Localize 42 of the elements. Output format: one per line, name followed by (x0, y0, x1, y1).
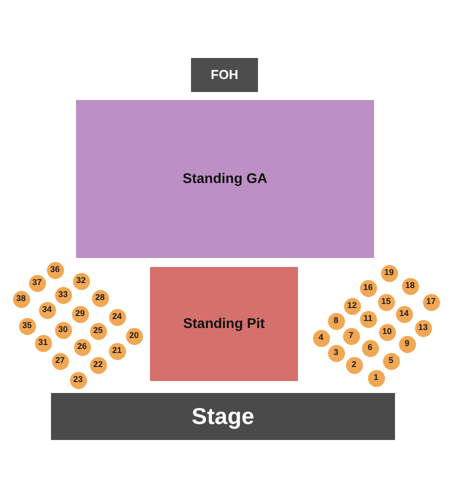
pit-area: Standing Pit (150, 267, 298, 381)
table-marker: 5 (382, 352, 400, 370)
table-marker: 31 (34, 334, 52, 352)
table-marker: 28 (92, 290, 108, 306)
table-marker: 2 (346, 356, 362, 374)
table-marker: 23 (70, 372, 86, 388)
table-marker: 22 (90, 356, 106, 374)
table-marker: 26 (74, 338, 90, 356)
table-marker: 9 (398, 336, 416, 352)
table-marker: 12 (344, 298, 360, 314)
table-marker: 30 (54, 322, 72, 338)
table-marker: 20 (126, 328, 142, 344)
table-marker: 1 (368, 370, 384, 386)
table-marker: 21 (108, 342, 126, 360)
table-marker: 7 (342, 328, 360, 344)
table-marker: 33 (54, 286, 72, 304)
table-marker: 19 (380, 264, 398, 282)
table-marker: 6 (362, 340, 378, 356)
table-marker: 15 (378, 294, 394, 310)
table-marker: 36 (46, 262, 64, 278)
table-marker: 37 (28, 274, 46, 292)
table-marker: 25 (90, 322, 106, 340)
table-marker: 3 (328, 344, 344, 362)
table-marker: 11 (360, 310, 376, 328)
table-marker: 32 (72, 272, 90, 290)
table-marker: 14 (396, 306, 412, 322)
table-marker: 38 (12, 290, 30, 308)
table-marker: 17 (422, 294, 440, 310)
stage-block: Stage (51, 393, 395, 440)
table-marker: 24 (108, 308, 126, 326)
table-marker: 8 (328, 312, 344, 330)
table-marker: 4 (312, 330, 330, 346)
table-marker: 35 (18, 318, 36, 334)
table-marker: 29 (72, 306, 88, 322)
table-marker: 16 (360, 280, 376, 296)
table-marker: 27 (52, 352, 68, 370)
standing-area: Standing GA (76, 100, 374, 258)
booth-block: FOH (191, 58, 258, 92)
table-marker: 13 (414, 320, 432, 336)
table-marker: 18 (402, 278, 418, 294)
table-marker: 10 (378, 324, 396, 340)
table-marker: 34 (38, 302, 56, 318)
